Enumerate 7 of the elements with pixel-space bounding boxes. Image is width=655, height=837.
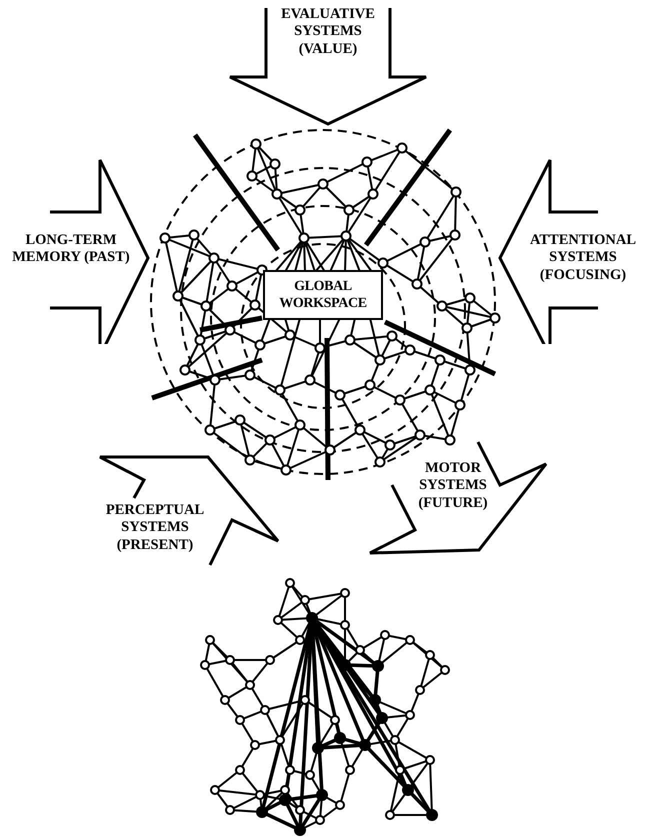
arrow-label: EVALUATIVE SYSTEMS (VALUE) — [280, 6, 376, 58]
arrow-label: MOTOR SYSTEMS (FUTURE) — [417, 460, 489, 512]
arrow-label: PERCEPTUAL SYSTEMS (PRESENT) — [104, 502, 206, 554]
workspace-label: GLOBAL WORKSPACE — [278, 278, 368, 312]
workspace-box — [263, 270, 383, 320]
arrow-label: ATTENTIONAL SYSTEMS (FOCUSING) — [528, 232, 638, 284]
arrow-label: LONG-TERM MEMORY (PAST) — [11, 232, 131, 267]
